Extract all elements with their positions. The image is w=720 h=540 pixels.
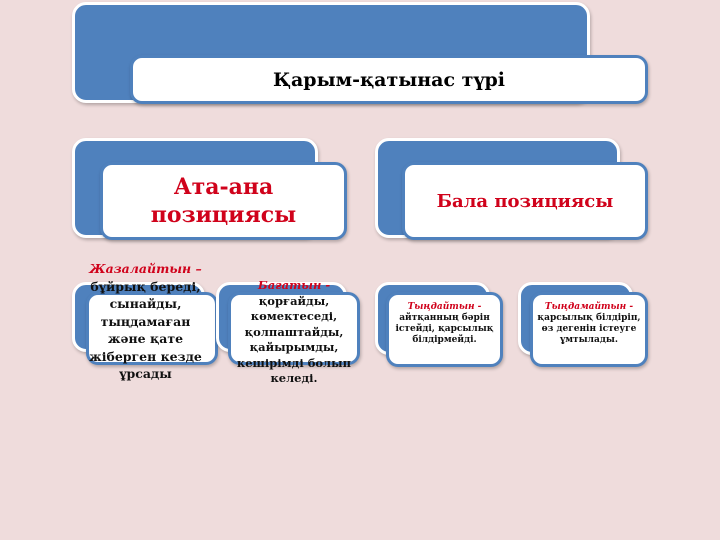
- box1-desc: бұйрық береді, сынайды, тыңдамаған және …: [89, 278, 202, 382]
- box3-term: Тыңдайтын -: [407, 302, 482, 312]
- box2-text: Бағатын - қорғайды, көмектеседі, қолпашт…: [236, 278, 352, 387]
- box4-text: Тыңдамайтын - қарсылық білдіріп, өз деге…: [536, 302, 642, 346]
- child-position-label: Бала позициясы: [436, 190, 614, 212]
- box3: [386, 292, 503, 367]
- child-position-box: Бала позициясы: [402, 162, 648, 240]
- title-box: Қарым-қатынас түрі: [130, 55, 648, 104]
- box3-desc: айтқанның бәрін істейді, қарсылық білдір…: [395, 313, 494, 345]
- box3-text: Тыңдайтын - айтқанның бәрін істейді, қар…: [392, 302, 497, 346]
- box2-term: Бағатын -: [257, 278, 331, 292]
- box2: [228, 292, 360, 365]
- box4: [530, 292, 648, 367]
- box2-desc: қорғайды, көмектеседі, қолпаштайды, қайы…: [236, 293, 352, 386]
- box1: [86, 292, 218, 365]
- parent-position-label: Ата-ана позициясы: [150, 174, 297, 228]
- box1-text: Жазалайтын – бұйрық береді, сынайды, тың…: [88, 260, 203, 383]
- box4-desc: қарсылық білдіріп, өз дегенін істеуге ұм…: [537, 313, 641, 345]
- parent-position-box: Ата-ана позициясы: [100, 162, 347, 240]
- box4-term: Тыңдамайтын -: [544, 302, 634, 312]
- title: Қарым-қатынас түрі: [272, 68, 505, 91]
- box1-term: Жазалайтын –: [89, 261, 202, 276]
